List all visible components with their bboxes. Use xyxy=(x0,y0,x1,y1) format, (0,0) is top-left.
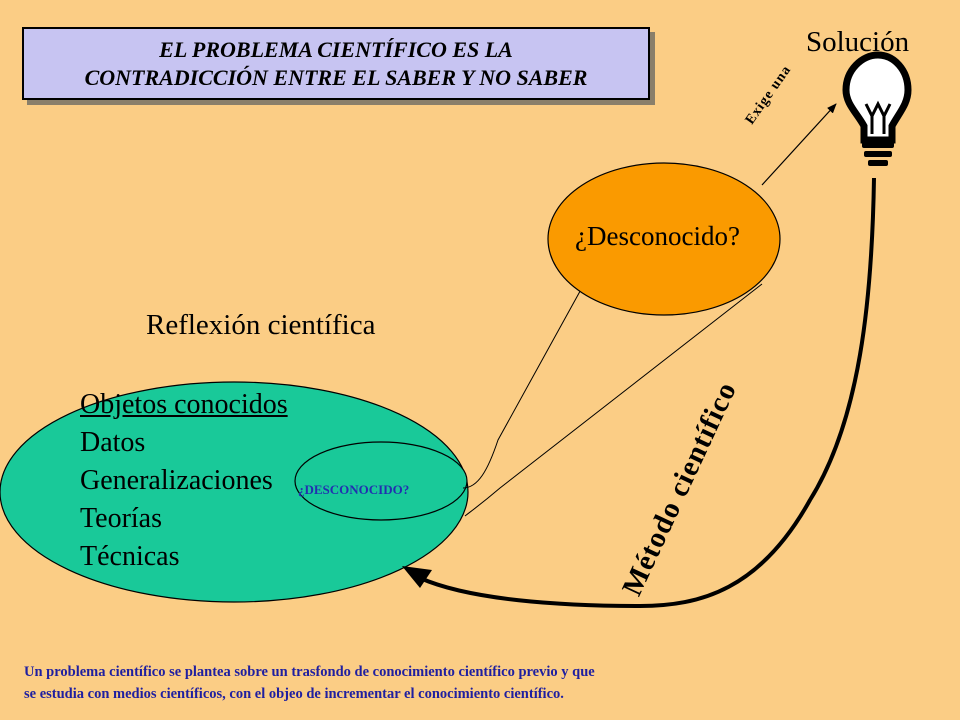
known-objects-item: Datos xyxy=(80,427,146,458)
known-objects-item: Teorías xyxy=(80,503,163,534)
solution-label: Solución xyxy=(806,26,910,58)
footnote-line-1: Un problema científico se plantea sobre … xyxy=(24,664,595,680)
requires-arrow xyxy=(761,103,837,186)
unknown-ellipse xyxy=(547,162,781,316)
known-objects-list: Objetos conocidos Datos Generalizaciones… xyxy=(80,386,288,576)
connector-line-lower xyxy=(464,283,763,517)
title-line-2: CONTRADICCIÓN ENTRE EL SABER Y NO SABER xyxy=(84,64,588,90)
known-objects-item: Generalizaciones xyxy=(80,465,273,496)
footnote-line-2: se estudia con medios científicos, con e… xyxy=(24,686,564,702)
known-objects-item: Técnicas xyxy=(80,541,180,572)
footnote: Un problema científico se plantea sobre … xyxy=(24,661,784,705)
title-box: EL PROBLEMA CIENTÍFICO ES LA CONTRADICCI… xyxy=(22,27,650,100)
known-objects-heading: Objetos conocidos xyxy=(80,389,288,420)
inner-unknown-label: ¿DESCONOCIDO? xyxy=(298,482,410,497)
title-line-1: EL PROBLEMA CIENTÍFICO ES LA xyxy=(159,36,513,62)
reflection-label: Reflexión científica xyxy=(146,309,376,341)
method-arrow xyxy=(419,177,876,609)
inner-unknown-ellipse xyxy=(294,441,468,521)
knowledge-ellipse xyxy=(0,381,469,603)
light-bulb-icon xyxy=(842,51,912,166)
unknown-node-label: ¿Desconocido? xyxy=(575,221,740,251)
connector-line-upper xyxy=(462,283,585,489)
method-arrow-head xyxy=(402,566,432,588)
